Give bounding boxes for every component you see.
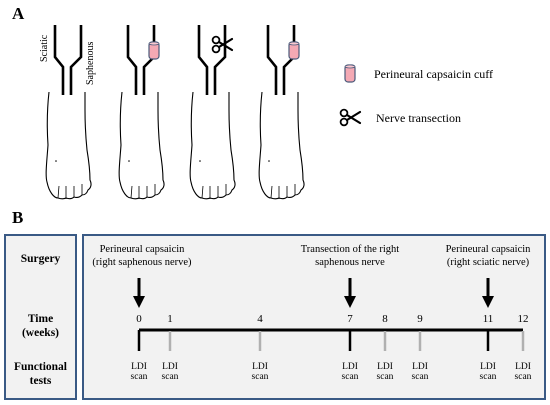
week-label: 12	[517, 313, 529, 325]
event-transection: Transection of the right saphenous nerve	[300, 244, 400, 268]
week-label: 9	[417, 313, 423, 325]
panel-b-letter: B	[12, 208, 24, 227]
arrow-icon	[133, 278, 145, 308]
legend-scissors-label: Nerve transection	[376, 111, 461, 125]
saphenous-label: Saphenous	[85, 42, 96, 85]
week-label: 4	[257, 313, 263, 325]
arrow-icon	[344, 278, 356, 308]
week-label: 0	[136, 313, 142, 325]
legend-scissors-icon	[339, 108, 362, 127]
week-label: 8	[382, 313, 388, 325]
row-label-box: Surgery Time (weeks) Functional tests	[4, 234, 77, 400]
time-label: Time (weeks)	[21, 313, 60, 339]
legend-cuff-icon	[344, 64, 356, 83]
week-label: 1	[167, 313, 173, 325]
timeline-box	[82, 234, 546, 400]
panel-a-letter: A	[12, 4, 25, 23]
arrow-icon	[482, 278, 494, 308]
sciatic-label: Sciatic	[39, 34, 50, 62]
surgery-label: Surgery	[20, 253, 61, 265]
legend-cuff-label: Perineural capsaicin cuff	[374, 67, 494, 81]
week-label: 7	[347, 313, 353, 325]
panel-a-illustration: Sciatic Saphenous	[39, 23, 306, 201]
event-capsaicin-sciatic: Perineural capsaicin (right sciatic nerv…	[445, 244, 531, 268]
functional-tests-label: Functional tests	[13, 361, 68, 387]
event-capsaicin-saphenous: Perineural capsaicin (right saphenous ne…	[92, 244, 192, 268]
week-label: 11	[482, 313, 494, 325]
